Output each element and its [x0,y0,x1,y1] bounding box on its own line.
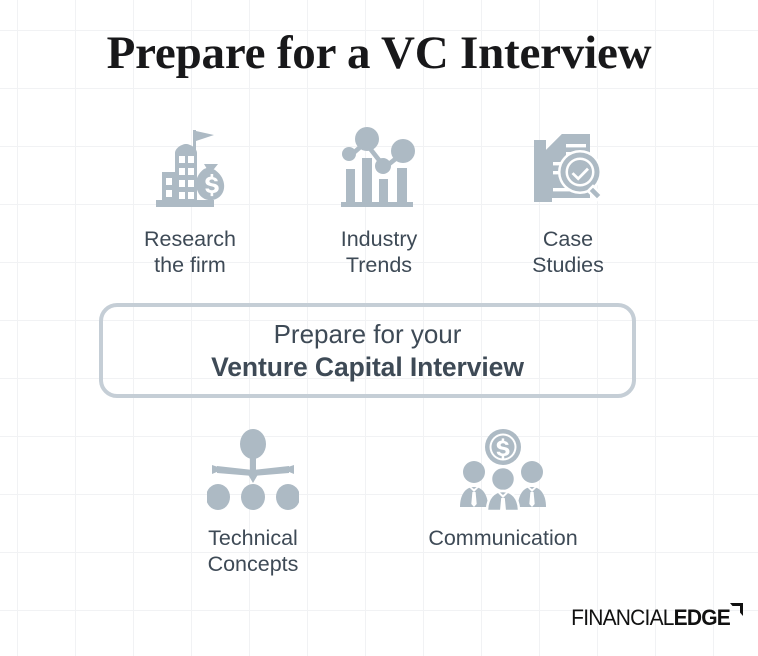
item-case-studies: Case Studies [483,118,653,278]
item-communication: Communication [418,415,588,551]
item-label: Case Studies [532,227,604,277]
document-magnifier-check-icon [522,118,614,214]
team-people-money-icon [457,415,549,511]
page-title: Prepare for a VC Interview [106,27,652,79]
logo-text-edge: EDGE [673,606,731,631]
logo-text-financial: FINANCIAL [571,606,674,631]
item-research-the-firm: Research the firm [105,118,275,278]
item-label: Communication [428,526,578,550]
top-items-row: Research the firm [105,118,653,278]
callout-box: Prepare for your Venture Capital Intervi… [99,303,636,398]
item-technical-concepts: Technical Concepts [168,415,338,577]
item-industry-trends: Industry Trends [294,118,464,278]
org-chart-hierarchy-icon [207,415,299,511]
bottom-items-row: Technical Concepts [168,415,588,577]
office-building-money-icon [144,118,236,214]
corner-flag-mark-icon [730,603,744,621]
callout-line-2: Venture Capital Interview [211,351,524,382]
bar-chart-trend-icon [333,118,425,214]
callout-line-1: Prepare for your [273,318,462,349]
item-label: Technical Concepts [207,526,299,576]
item-label: Research the firm [143,227,236,277]
item-label: Industry Trends [340,227,418,277]
